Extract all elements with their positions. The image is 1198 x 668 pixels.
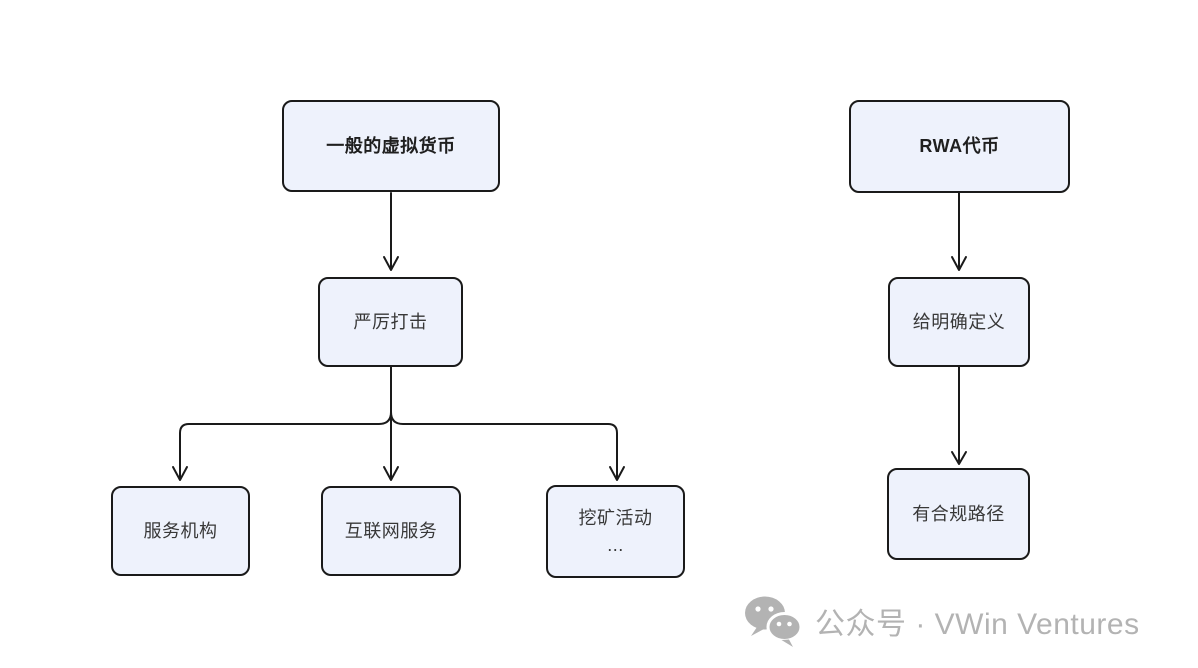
arrow-left-branch-left [179, 411, 392, 479]
node-label: 服务机构 [143, 520, 218, 541]
node-label: RWA代币 [919, 136, 1000, 157]
node-clear-definition: 给明确定义 [888, 277, 1030, 367]
node-general-virtual-currency: 一般的虚拟货币 [282, 100, 500, 192]
arrowhead-left-branch-left [172, 466, 188, 481]
wechat-icon [744, 594, 802, 648]
watermark-label: 公众号 · VWin Ventures [815, 608, 1140, 641]
node-service-institutions: 服务机构 [111, 486, 250, 576]
node-label: 有合规路径 [912, 503, 1005, 524]
watermark: 公众号 · VWin Ventures [744, 594, 1140, 648]
arrowhead-left-action-to-center [383, 466, 399, 481]
node-sublabel-ellipsis: ... [607, 534, 624, 555]
arrowhead-left-root-to-action [383, 256, 399, 271]
node-label: 一般的虚拟货币 [326, 135, 456, 156]
node-crackdown: 严厉打击 [318, 277, 463, 367]
node-label: 挖矿活动 [578, 508, 653, 529]
node-compliance-path: 有合规路径 [887, 468, 1030, 560]
arrowhead-right-step1-to-step2 [951, 451, 967, 465]
node-rwa-token: RWA代币 [849, 100, 1070, 193]
node-label: 给明确定义 [912, 311, 1006, 332]
node-label: 严厉打击 [353, 311, 428, 332]
node-internet-services: 互联网服务 [321, 486, 461, 576]
arrow-left-branch-right [390, 411, 618, 479]
node-mining-activity: 挖矿活动 ... [546, 485, 685, 578]
arrowhead-left-branch-right [609, 466, 625, 481]
arrowhead-right-root-to-step1 [951, 256, 967, 271]
node-label: 互联网服务 [344, 520, 438, 541]
